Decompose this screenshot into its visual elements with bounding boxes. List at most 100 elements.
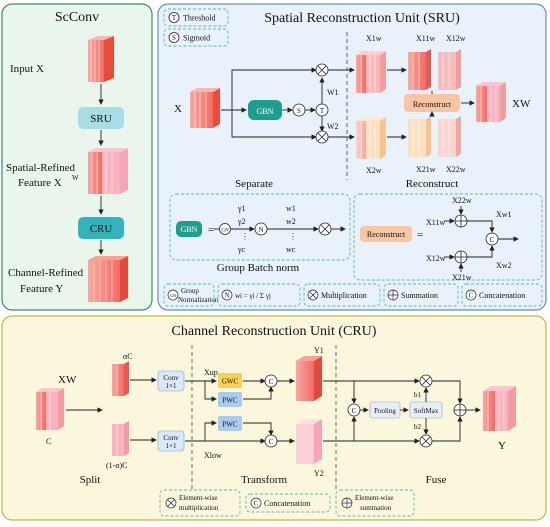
cru-legend-concat: Concatenation [264, 499, 310, 508]
pwc-box-bottom [218, 416, 242, 431]
reconstruct-eq-label: Reconstruct [367, 230, 406, 239]
legend-gn-icon: GN [170, 293, 177, 298]
threshold-node-label: T [320, 107, 325, 115]
spatial-refined-label-2: Feature X [18, 177, 62, 189]
cru-box-label: CRU [90, 223, 113, 235]
cru-legend-sum-icon [341, 497, 353, 509]
separate-label: Separate [235, 178, 273, 190]
gbn-label: GBN [257, 107, 274, 116]
legend-n-icon: N [224, 292, 229, 300]
x22w-stack [438, 116, 461, 157]
cru-legend-sum-1: Element-wise [355, 494, 394, 502]
w1-eq-label: w1 [286, 204, 296, 213]
w2-eq-label: w2 [286, 217, 296, 226]
sru-title: Spatial Reconstruction Unit (SRU) [264, 11, 460, 26]
legend-concat-icon-label: C [469, 292, 474, 300]
gamma1-label: γ1 [237, 204, 246, 213]
legend-threshold: Threshold [183, 14, 215, 23]
cru-legend-concat-icon-label: C [254, 500, 259, 508]
cru-input-stack [36, 388, 64, 430]
gammac-label: γc [237, 245, 246, 254]
multiply-node-top [315, 63, 329, 77]
cru-output-stack [483, 386, 516, 431]
sigmoid-icon: S [172, 34, 176, 42]
gn-node-label: GN [221, 229, 229, 234]
cru-panel: Channel Reconstruction Unit (CRU) XW C α… [1, 315, 547, 521]
pwc-box-top [218, 392, 242, 407]
gwc-label: GWC [222, 378, 239, 386]
channel-refined-stack [88, 256, 128, 302]
svg-text:⋮: ⋮ [241, 232, 249, 241]
conv-top-k: 1×1 [166, 382, 177, 390]
eq-xw1: Xw1 [496, 210, 512, 219]
legend-weight-formula: wi = γi / Σ γj [235, 292, 271, 300]
channel-refined-label-1: Channel-Refined [8, 267, 84, 279]
multiply-node-fuse-top [419, 374, 433, 388]
cru-legend-concat-icon [250, 497, 262, 509]
concat-node-fuse-label: C [352, 407, 357, 415]
conv-bottom-label: Conv [163, 434, 179, 442]
svg-text:⋮: ⋮ [289, 232, 297, 241]
spatial-refined-label-1: Spatial-Refined [6, 162, 76, 174]
sru-input-stack [190, 88, 220, 128]
legend-multiplication: Multiplication [321, 291, 367, 300]
eq-x12w: X12w [426, 254, 446, 263]
cru-c-label: C [46, 437, 51, 446]
concat-node-up-label: C [269, 378, 274, 386]
cru-legend-sum-2: summation [360, 504, 392, 512]
reconstruct-box-label: Reconstruct [413, 100, 452, 109]
eq-x22w: X22w [452, 196, 472, 205]
x2w-label: X2w [366, 166, 382, 175]
x1w-stack [356, 51, 386, 93]
x21w-stack [408, 116, 431, 157]
reconstruct-box [404, 94, 460, 112]
gamma2-label: γ2 [237, 217, 246, 226]
softmax-label: SoftMax [414, 407, 439, 415]
b2-label: b2 [414, 423, 422, 431]
pwc-bottom-label: PWC [222, 421, 238, 429]
legend-sigmoid: Sigmoid [183, 34, 210, 43]
conv-top-label: Conv [163, 374, 179, 382]
x12w-stack [438, 49, 461, 90]
gbn-eq-label: GBN [181, 225, 198, 234]
pooling-label: Pooling [374, 407, 396, 415]
reconstruct-label: Reconstruct [406, 178, 459, 190]
x-up-label: Xup [204, 368, 218, 377]
input-x-label: Input X [10, 63, 44, 75]
cru-title: Channel Reconstruction Unit (CRU) [172, 324, 377, 339]
fuse-label: Fuse [426, 474, 447, 486]
gwc-box [218, 373, 242, 388]
alpha-c-label: αC [123, 352, 133, 361]
w2-label: W2 [327, 122, 339, 131]
conv-box-top [157, 370, 185, 392]
y2-stack [296, 419, 322, 464]
reconstruct-equation-box [353, 193, 543, 281]
gbn-eq-equals: = [208, 224, 214, 236]
input-feature-stack [88, 36, 114, 82]
legend-group: Group [181, 287, 199, 295]
y1-label: Y1 [314, 346, 324, 355]
eq-x11w: X11w [426, 218, 445, 227]
conv-bottom-k: 1×1 [166, 442, 177, 450]
sum-node-top [454, 214, 468, 228]
sru-panel: Spatial Reconstruction Unit (SRU) T Thre… [157, 3, 547, 311]
multiply-node-bottom [315, 130, 329, 144]
concat-node-low-label: C [269, 438, 274, 446]
conv-box-bottom [157, 430, 185, 452]
sum-node-fuse [453, 403, 467, 417]
cru-legend-mult-2: multiplication [179, 504, 219, 512]
gbn-box [248, 100, 282, 120]
one-minus-alpha-c-stack [112, 421, 129, 456]
concat-node-sru-label: C [490, 236, 495, 244]
sigmoid-node-label: S [297, 107, 301, 115]
wc-eq-label: wc [286, 245, 296, 254]
legend-summation-icon [387, 289, 399, 301]
gbn-multiply-node [318, 222, 332, 236]
cru-input-label: XW [58, 374, 77, 386]
legend-multiplication-icon [307, 289, 319, 301]
cru-legend-mult-1: Element-wise [179, 494, 218, 502]
x12w-label: X12w [446, 34, 466, 43]
w1-label: W1 [327, 88, 339, 97]
x11w-stack [408, 49, 431, 90]
